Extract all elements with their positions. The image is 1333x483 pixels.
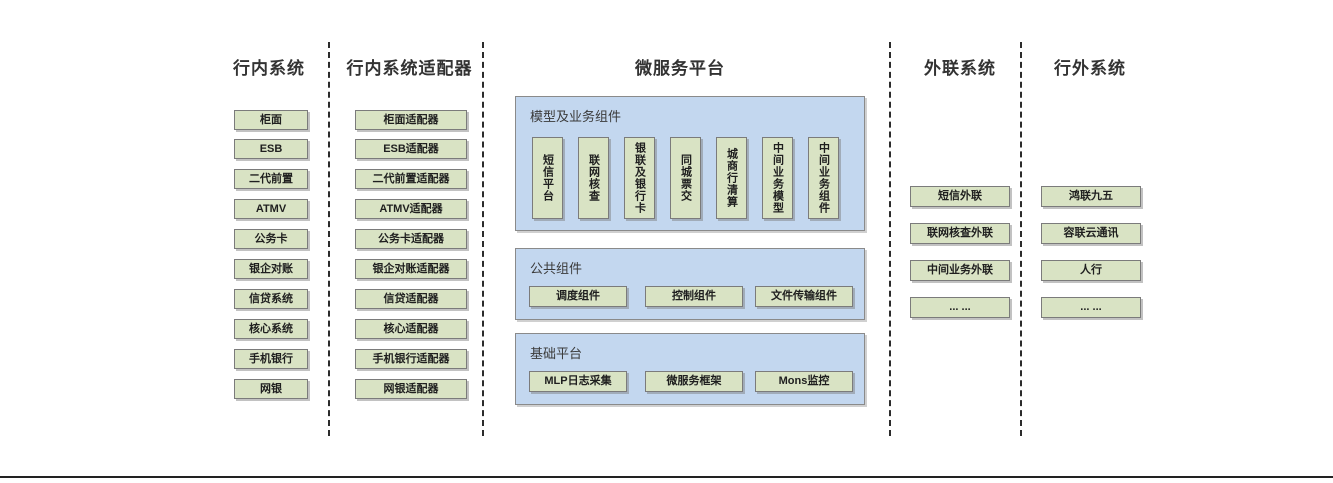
node-adapter[interactable]: 公务卡适配器 — [355, 229, 467, 249]
node-public-component[interactable]: 控制组件 — [645, 286, 743, 307]
node-outside-bank-system[interactable]: 鸿联九五 — [1041, 186, 1141, 207]
node-internal-system[interactable]: 手机银行 — [234, 349, 308, 369]
column-title-internal-adapters: 行内系统适配器 — [346, 59, 473, 78]
separator-1 — [328, 42, 330, 436]
node-adapter[interactable]: 核心适配器 — [355, 319, 467, 339]
node-internal-system[interactable]: 信贷系统 — [234, 289, 308, 309]
panel-public-components: 公共组件 — [515, 248, 865, 320]
separator-3 — [889, 42, 891, 436]
node-adapter[interactable]: ESB适配器 — [355, 139, 467, 159]
node-adapter[interactable]: 信贷适配器 — [355, 289, 467, 309]
node-internal-system[interactable]: 公务卡 — [234, 229, 308, 249]
node-platform-component[interactable]: 中间业务模型 — [762, 137, 793, 219]
node-internal-system[interactable]: 银企对账 — [234, 259, 308, 279]
node-internal-system[interactable]: 二代前置 — [234, 169, 308, 189]
bottom-divider — [0, 476, 1333, 478]
column-title-internal-systems: 行内系统 — [233, 59, 305, 78]
node-outside-bank-system[interactable]: 容联云通讯 — [1041, 223, 1141, 244]
node-external-link-system[interactable]: 中间业务外联 — [910, 260, 1010, 281]
node-external-link-system[interactable]: ... ... — [910, 297, 1010, 318]
panel-title-foundation-platform: 基础平台 — [530, 346, 583, 361]
node-adapter[interactable]: ATMV适配器 — [355, 199, 467, 219]
node-external-link-system[interactable]: 联网核查外联 — [910, 223, 1010, 244]
node-public-component[interactable]: 调度组件 — [529, 286, 627, 307]
node-foundation-component[interactable]: MLP日志采集 — [529, 371, 627, 392]
node-adapter[interactable]: 银企对账适配器 — [355, 259, 467, 279]
node-internal-system[interactable]: 柜面 — [234, 110, 308, 130]
node-outside-bank-system[interactable]: 人行 — [1041, 260, 1141, 281]
node-platform-component[interactable]: 短信平台 — [532, 137, 563, 219]
panel-foundation-platform: 基础平台 — [515, 333, 865, 405]
node-platform-component[interactable]: 同城票交 — [670, 137, 701, 219]
node-platform-component[interactable]: 银联及银行卡 — [624, 137, 655, 219]
node-platform-component[interactable]: 中间业务组件 — [808, 137, 839, 219]
column-title-outside-bank-systems: 行外系统 — [1054, 59, 1126, 78]
node-external-link-system[interactable]: 短信外联 — [910, 186, 1010, 207]
node-internal-system[interactable]: ATMV — [234, 199, 308, 219]
node-platform-component[interactable]: 城商行清算 — [716, 137, 747, 219]
node-platform-component[interactable]: 联网核查 — [578, 137, 609, 219]
node-adapter[interactable]: 手机银行适配器 — [355, 349, 467, 369]
column-title-microservice-platform: 微服务平台 — [635, 59, 725, 78]
node-internal-system[interactable]: 核心系统 — [234, 319, 308, 339]
node-internal-system[interactable]: ESB — [234, 139, 308, 159]
node-outside-bank-system[interactable]: ... ... — [1041, 297, 1141, 318]
node-foundation-component[interactable]: Mons监控 — [755, 371, 853, 392]
node-adapter[interactable]: 二代前置适配器 — [355, 169, 467, 189]
separator-2 — [482, 42, 484, 436]
node-foundation-component[interactable]: 微服务框架 — [645, 371, 743, 392]
separator-4 — [1020, 42, 1022, 436]
column-title-external-link-systems: 外联系统 — [924, 59, 996, 78]
node-public-component[interactable]: 文件传输组件 — [755, 286, 853, 307]
node-internal-system[interactable]: 网银 — [234, 379, 308, 399]
node-adapter[interactable]: 柜面适配器 — [355, 110, 467, 130]
panel-title-public-components: 公共组件 — [530, 261, 583, 276]
panel-title-model-business-components: 模型及业务组件 — [530, 109, 622, 124]
node-adapter[interactable]: 网银适配器 — [355, 379, 467, 399]
